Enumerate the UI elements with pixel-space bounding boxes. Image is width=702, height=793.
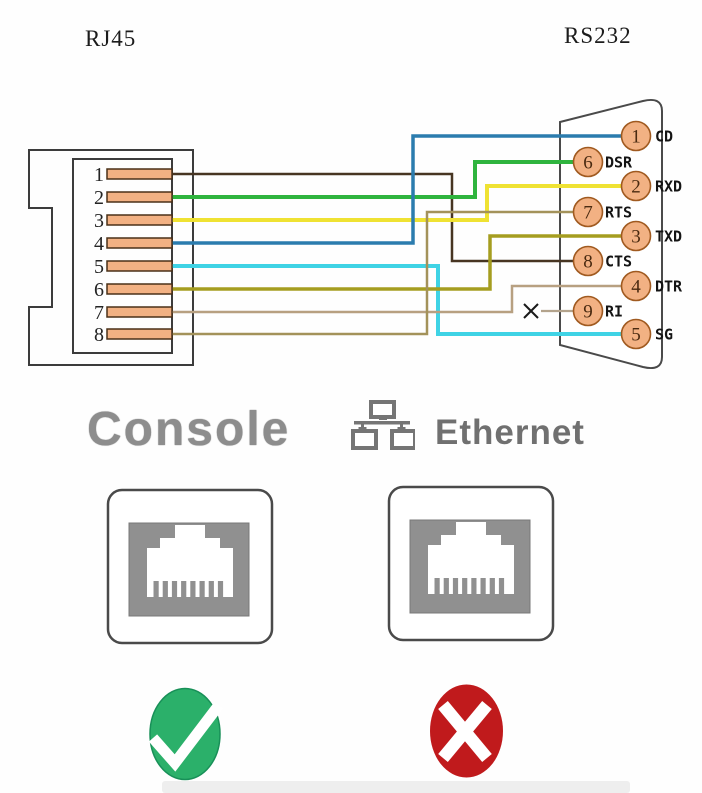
- jack-contact-pin: [162, 581, 168, 597]
- rs232-pin-number: 3: [631, 227, 641, 248]
- rj45-pin-4: [106, 237, 173, 249]
- rs232-pin-6: [572, 146, 604, 178]
- jack-contact-pin: [489, 578, 495, 594]
- bus-bar: [354, 421, 410, 425]
- wire-rj45-6-to-txd: [172, 234, 622, 291]
- left-node: [351, 429, 378, 450]
- not-connected-x-mark: [523, 303, 539, 319]
- wire-rj45-1-to-cts: [172, 172, 574, 263]
- jack-contact-pin: [153, 581, 159, 597]
- wire-rj45-3-to-rxd: [172, 184, 622, 222]
- wire-rj45-2-to-dsr: [172, 160, 574, 199]
- rj45-contact-block: [72, 158, 173, 354]
- rs232-signal-label-dtr: DTR: [655, 278, 683, 296]
- rs232-pin-1: [620, 120, 652, 152]
- jack-contact-pin: [190, 581, 196, 597]
- rj45-pin-8: [106, 328, 173, 340]
- rj45-pin-number: 8: [94, 324, 104, 346]
- rs232-pin-number: 2: [631, 177, 641, 198]
- jack-contact-pin: [498, 578, 505, 594]
- rj45-pin-number: 6: [94, 279, 104, 301]
- console-label: Console: [87, 403, 291, 456]
- rj45-pin-3: [106, 214, 173, 226]
- rs232-signal-label-dsr: DSR: [605, 154, 633, 172]
- rs232-signal-label-txd: TXD: [655, 228, 682, 246]
- rj45-pin-7: [106, 306, 173, 318]
- rs232-pin-8: [572, 245, 604, 277]
- rj45-pin-number: 4: [94, 233, 104, 255]
- rs232-signal-label-rts: RTS: [605, 204, 632, 222]
- rs232-title: RS232: [564, 23, 632, 48]
- jack-contact-pin: [171, 581, 178, 597]
- ethernet-row: Ethernet: [349, 398, 585, 452]
- rs232-signal-label-ri: RI: [605, 303, 623, 321]
- jack-contact-pin: [181, 581, 187, 597]
- ethernet-port-icon: [387, 485, 555, 642]
- check-circle: [149, 687, 221, 781]
- rs232-pin-number: 7: [583, 203, 593, 224]
- jack-socket-cutout: [428, 522, 514, 594]
- ethernet-network-icon: [351, 400, 415, 450]
- rj45-pin-number: 5: [94, 256, 104, 278]
- rs232-pin-number: 8: [583, 252, 593, 273]
- jack-contact-pin: [199, 581, 205, 597]
- rs232-pin-number: 1: [631, 127, 641, 148]
- rj45-pin-6: [106, 283, 173, 295]
- rj45-pin-number: 3: [94, 210, 104, 232]
- jack-socket-cutout: [147, 525, 233, 597]
- rs232-pin-number: 4: [631, 277, 641, 298]
- wire-rj45-4-to-cd: [172, 134, 622, 245]
- correct-checkmark-icon: [148, 687, 224, 781]
- top-node-stand: [379, 417, 387, 420]
- rs232-pin-5: [620, 318, 652, 350]
- top-node: [369, 400, 396, 419]
- rs232-pin-7: [572, 196, 604, 228]
- wire-rj45-8-to-rts: [172, 210, 574, 336]
- rj45-pin-5: [106, 260, 173, 272]
- right-node: [390, 429, 415, 450]
- rs232-signal-label-cd: CD: [655, 128, 673, 146]
- jack-contact-pin: [434, 578, 440, 594]
- jack-contact-pin: [452, 578, 459, 594]
- rs232-signal-label-rxd: RXD: [655, 178, 682, 196]
- rs232-pin-number: 9: [583, 302, 593, 323]
- jack-contact-pin: [208, 581, 214, 597]
- jack-contact-pin: [480, 578, 486, 594]
- jack-contact-pin: [471, 578, 477, 594]
- rs232-pin-number: 5: [631, 325, 641, 346]
- rj45-pin-number: 1: [94, 164, 104, 186]
- jack-contact-pin: [443, 578, 449, 594]
- jack-contact-pin: [462, 578, 468, 594]
- check-mark: [148, 701, 224, 772]
- rj45-title: RJ45: [85, 26, 137, 51]
- jack-contact-pin: [217, 581, 224, 597]
- rj45-pin-number: 2: [94, 187, 104, 209]
- rs232-signal-label-sg: SG: [655, 326, 673, 344]
- rs232-signal-label-cts: CTS: [605, 253, 632, 271]
- rs232-pin-number: 6: [583, 153, 593, 174]
- rs232-pin-9: [572, 295, 604, 327]
- wrong-cross-icon: [430, 684, 503, 778]
- rj45-pin-number: 7: [94, 302, 104, 324]
- ethernet-label: Ethernet: [435, 413, 585, 452]
- rs232-pin-4: [620, 270, 652, 302]
- wire-rj45-5-to-sg: [172, 264, 622, 336]
- rs232-pin-3: [620, 220, 652, 252]
- console-port-icon: [106, 488, 274, 645]
- cross-stroke: [438, 701, 492, 762]
- rs232-pin-2: [620, 170, 652, 202]
- scan-edge-artifact: [162, 781, 630, 793]
- rj45-pin-2: [106, 191, 173, 203]
- rj45-pin-1: [106, 168, 173, 180]
- wire-rj45-7-to-dtr: [172, 284, 622, 314]
